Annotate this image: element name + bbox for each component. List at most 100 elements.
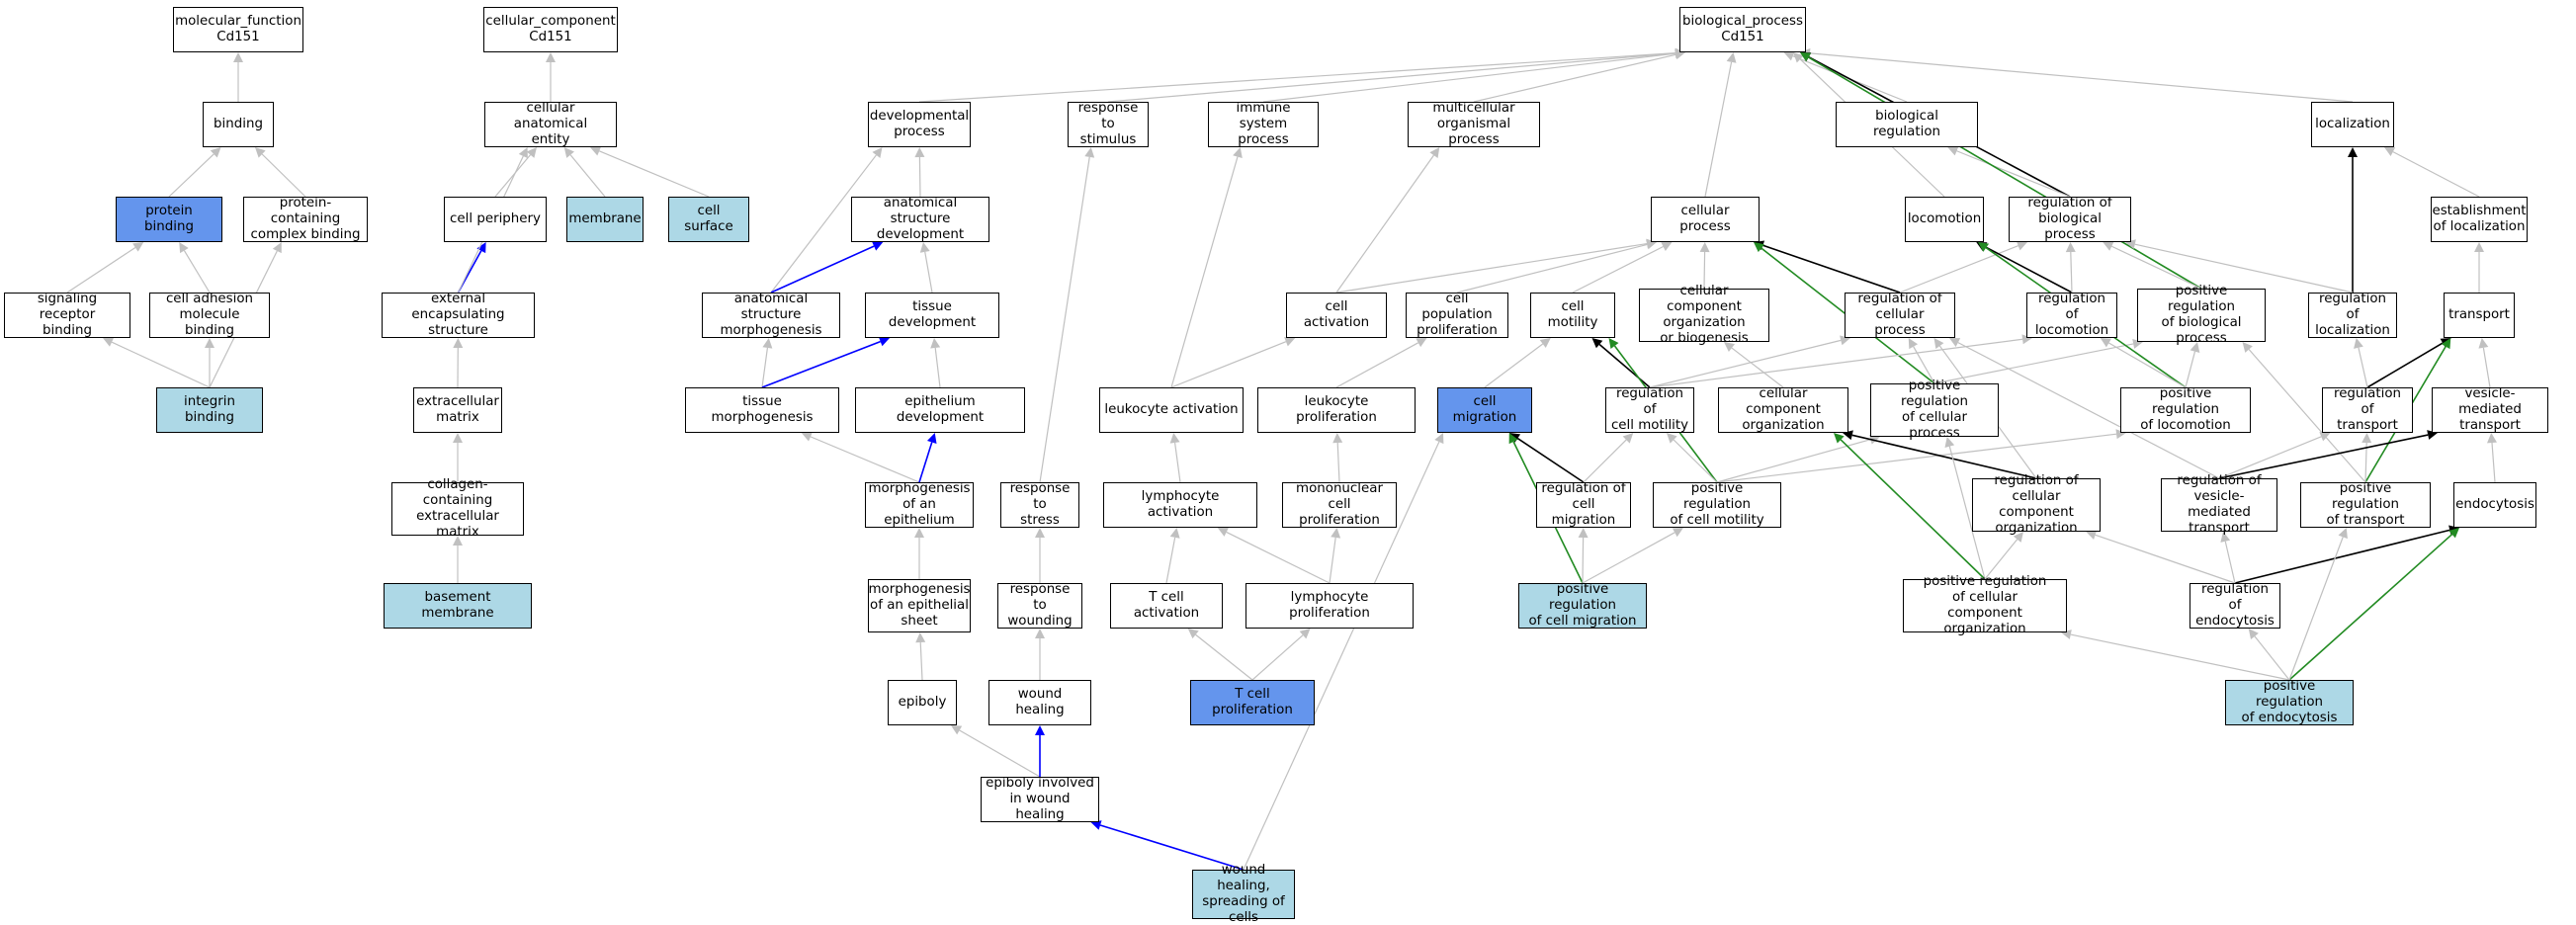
node-anatomical-structure-development[interactable]: anatomical structure development [851,196,989,242]
node-regulation-of-cellular-process[interactable]: regulation of cellular process [1845,292,1955,338]
node-regulation-of-biological-process[interactable]: regulation of biological process [2009,196,2131,242]
node-leukocyte-activation[interactable]: leukocyte activation [1099,387,1244,433]
edge-is-a [1039,156,1090,483]
edge-positively-regulates [1840,439,1986,580]
node-locomotion[interactable]: locomotion [1905,197,1984,242]
edge-arrowhead [2013,532,2023,543]
node-biological-process-root[interactable]: biological_process Cd151 [1679,7,1806,52]
node-regulation-of-vesicle-mediated-transport[interactable]: regulation of vesicle-mediated transport [2161,473,2277,536]
node-positive-regulation-of-cell-migration[interactable]: positive regulation of cell migration [1518,582,1647,629]
node-protein-containing-complex-binding[interactable]: protein-containing complex binding [243,196,368,242]
node-tissue-morphogenesis[interactable]: tissue morphogenesis [685,387,839,433]
edge-is-a [1170,156,1239,388]
node-wound-healing[interactable]: wound healing [988,680,1091,725]
node-cell-adhesion-molecule-binding[interactable]: cell adhesion molecule binding [149,292,270,338]
node-epiboly[interactable]: epiboly [888,680,957,725]
node-protein-binding[interactable]: protein binding [116,197,222,242]
node-external-encapsulating-structure[interactable]: external encapsulating structure [382,292,535,338]
node-endocytosis[interactable]: endocytosis [2453,482,2536,528]
node-positive-regulation-of-transport[interactable]: positive regulation of transport [2300,481,2431,528]
node-cell-periphery[interactable]: cell periphery [444,197,547,242]
edge-is-a [2108,342,2187,388]
node-leukocyte-proliferation[interactable]: leukocyte proliferation [1257,387,1416,433]
edge-arrowhead [1434,433,1444,445]
node-extracellular-matrix[interactable]: extracellular matrix [413,387,502,433]
node-morphogenesis-of-an-epithelium[interactable]: morphogenesis of an epithelium [865,481,974,528]
node-basement-membrane[interactable]: basement membrane [384,583,532,629]
edge-is-a [1582,537,1585,584]
node-establishment-of-localization[interactable]: establishment of localization [2431,197,2528,242]
node-regulation-of-localization[interactable]: regulation of localization [2308,292,2397,338]
node-t-cell-proliferation[interactable]: T cell proliferation [1190,680,1315,725]
node-epiboly-involved-in-wound-healing[interactable]: epiboly involved in wound healing [981,776,1099,822]
edge-arrowhead [1726,52,1737,63]
edge-arrowhead [919,242,930,253]
node-cellular-component-organization[interactable]: cellular component organization [1718,386,1848,433]
node-integrin-binding[interactable]: integrin binding [156,387,263,433]
node-lymphocyte-proliferation[interactable]: lymphocyte proliferation [1245,583,1414,629]
node-biological-regulation[interactable]: biological regulation [1836,102,1978,147]
node-mononuclear-cell-proliferation[interactable]: mononuclear cell proliferation [1282,481,1397,528]
node-regulation-of-cellular-component-organization[interactable]: regulation of cellular component organiz… [1972,473,2101,536]
edge-is-a [924,251,933,294]
node-cellular-component-organization-or-biogenesis[interactable]: cellular component organization or bioge… [1639,284,1769,346]
node-positive-regulation-of-endocytosis[interactable]: positive regulation of endocytosis [2225,679,2354,725]
node-collagen-containing-extracellular-matrix[interactable]: collagen-containing extracellular matrix [391,477,524,540]
node-multicellular-organismal-process[interactable]: multicellular organismal process [1408,101,1540,147]
node-regulation-of-cell-motility[interactable]: regulation of cell motility [1605,386,1694,433]
node-positive-regulation-of-locomotion[interactable]: positive regulation of locomotion [2120,386,2251,433]
node-localization[interactable]: localization [2311,102,2394,147]
node-cellular-anatomical-entity[interactable]: cellular anatomical entity [484,101,617,147]
node-positive-regulation-of-cellular-component-organization[interactable]: positive regulation of cellular componen… [1903,574,2067,636]
edge-is-a [1809,52,2354,103]
edge-arrowhead [1508,433,1518,445]
node-regulation-of-transport[interactable]: regulation of transport [2322,386,2413,433]
node-cell-population-proliferation[interactable]: cell population proliferation [1406,292,1508,338]
edge-is-a [1703,251,1706,290]
node-positive-regulation-of-cell-motility[interactable]: positive regulation of cell motility [1653,481,1781,528]
node-cell-activation[interactable]: cell activation [1286,293,1387,338]
node-lymphocyte-activation[interactable]: lymphocyte activation [1103,482,1257,528]
node-response-to-stress[interactable]: response to stress [1000,481,1079,528]
edge-arrowhead [518,147,528,159]
node-regulation-of-cell-migration[interactable]: regulation of cell migration [1536,481,1631,528]
edge-arrowhead [1332,433,1343,444]
node-positive-regulation-of-biological-process[interactable]: positive regulation of biological proces… [2137,284,2266,346]
edge-arrowhead [872,241,884,251]
node-developmental-process[interactable]: developmental process [868,102,971,147]
node-cellular-component-root[interactable]: cellular_component Cd151 [483,7,618,52]
node-cell-motility[interactable]: cell motility [1530,293,1615,338]
node-tissue-development[interactable]: tissue development [865,293,999,338]
edge-arrowhead [801,432,813,442]
node-response-to-wounding[interactable]: response to wounding [997,582,1082,629]
edge-arrowhead [1539,338,1551,348]
node-morphogenesis-of-an-epithelial-sheet[interactable]: morphogenesis of an epithelial sheet [868,579,971,632]
node-immune-system-process[interactable]: immune system process [1208,101,1319,147]
edge-is-a [183,250,211,294]
node-wound-healing-spreading-of-cells[interactable]: wound healing, spreading of cells [1192,863,1295,925]
edge-arrowhead [2448,528,2459,539]
node-cell-migration[interactable]: cell migration [1437,387,1532,433]
edge-arrowhead [1084,147,1095,158]
edge-arrowhead [1035,629,1045,638]
node-binding[interactable]: binding [203,102,274,147]
node-signaling-receptor-binding[interactable]: signaling receptor binding [4,292,130,338]
node-regulation-of-locomotion[interactable]: regulation of locomotion [2026,292,2117,338]
edge-is-a [1484,343,1544,388]
node-membrane[interactable]: membrane [566,197,644,242]
node-transport[interactable]: transport [2444,293,2515,338]
edge-arrowhead [1800,52,1812,62]
node-epithelium-development[interactable]: epithelium development [855,387,1025,433]
edge-arrowhead [1754,242,1764,253]
node-cell-surface[interactable]: cell surface [668,197,749,242]
node-t-cell-activation[interactable]: T cell activation [1110,583,1223,629]
node-cellular-process[interactable]: cellular process [1651,197,1760,242]
edge-is-a [2491,442,2496,483]
node-molecular-function-root[interactable]: molecular_function Cd151 [173,7,303,52]
edge-is-a [1335,342,1419,388]
node-anatomical-structure-morphogenesis[interactable]: anatomical structure morphogenesis [702,292,840,338]
node-vesicle-mediated-transport[interactable]: vesicle-mediated transport [2432,386,2548,433]
node-regulation-of-endocytosis[interactable]: regulation of endocytosis [2190,582,2280,629]
node-response-to-stimulus[interactable]: response to stimulus [1068,101,1149,147]
node-positive-regulation-of-cellular-process[interactable]: positive regulation of cellular process [1870,378,1999,441]
